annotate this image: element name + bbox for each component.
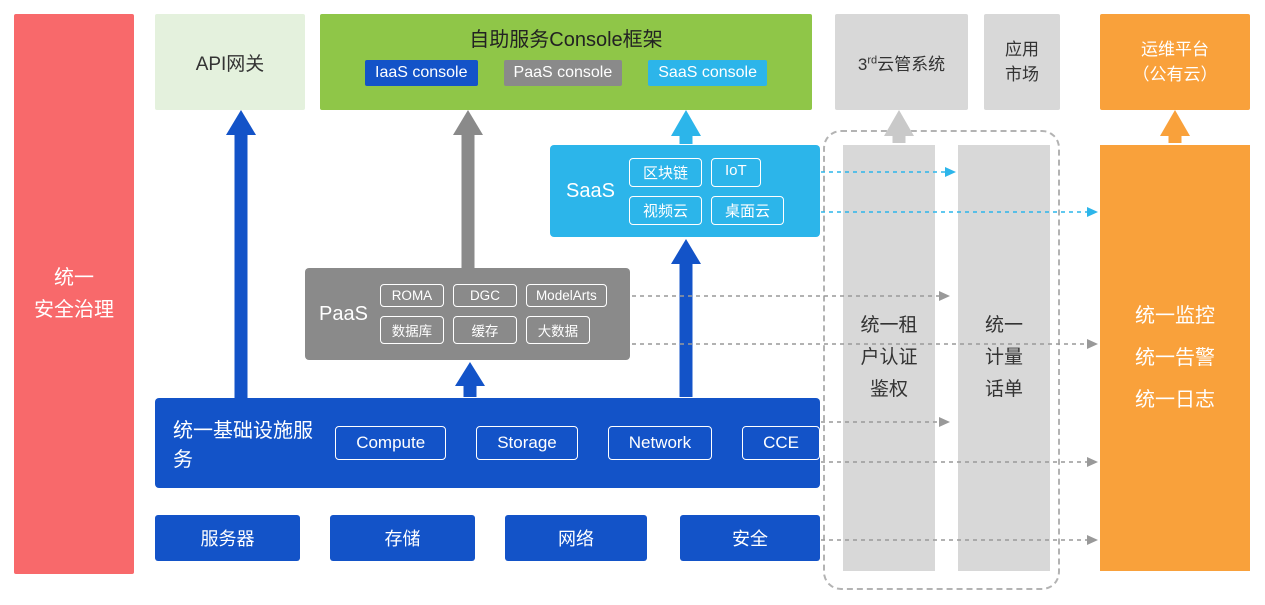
console-framework-title: 自助服务Console框架 (469, 29, 663, 51)
metering-bar: 统一 计量 话单 (958, 145, 1050, 571)
iaas-service-row: Compute Storage Network CCE (335, 426, 820, 460)
console-badge-row: IaaS console PaaS console SaaS console (320, 60, 812, 86)
hardware-storage-box: 存储 (330, 515, 475, 561)
iaas-item-storage: Storage (476, 426, 578, 460)
ops-platform-box: 运维平台 （公有云） (1100, 14, 1250, 110)
saas-box: SaaS 区块链 IoT 视频云 桌面云 (550, 145, 820, 237)
app-market-box: 应用 市场 (984, 14, 1060, 110)
arrow-iaas-to-saas (671, 239, 701, 397)
arrow-paas-to-console (453, 110, 483, 268)
paas-item-dgc: DGC (452, 284, 517, 307)
third-party-label-sup: rd (867, 53, 878, 66)
monitoring-bar: 统一监控 统一告警 统一日志 (1100, 145, 1250, 571)
iaas-label: 统一基础设施服务 (173, 420, 313, 471)
paas-service-grid: ROMA DGC ModelArts 数据库 缓存 大数据 (379, 284, 618, 344)
third-party-label-suffix: 云管系统 (877, 54, 946, 74)
hardware-security-box: 安全 (680, 515, 820, 561)
hardware-network-box: 网络 (505, 515, 647, 561)
saas-console-badge: SaaS console (648, 60, 767, 86)
paas-console-badge: PaaS console (503, 60, 623, 86)
third-party-label-prefix: 3 (857, 54, 868, 74)
security-governance-bar: 统一 安全治理 (14, 14, 134, 574)
iaas-item-compute: Compute (335, 426, 447, 460)
third-party-cloud-mgmt-box: 3rd云管系统 (835, 14, 968, 110)
iaas-console-badge: IaaS console (365, 60, 478, 86)
paas-item-roma: ROMA (379, 284, 444, 307)
third-party-label: 3rd云管系统 (858, 50, 945, 75)
api-gateway-box: API网关 (155, 14, 305, 110)
arrow-saas-to-console (671, 110, 701, 144)
iaas-box: 统一基础设施服务 Compute Storage Network CCE (155, 398, 820, 488)
paas-item-modelarts: ModelArts (525, 284, 607, 307)
arrow-monitor-to-ops-platform (1160, 110, 1190, 143)
paas-label: PaaS (319, 302, 368, 325)
iaas-item-cce: CCE (742, 426, 820, 460)
saas-service-grid: 区块链 IoT 视频云 桌面云 (628, 157, 809, 225)
paas-item-database: 数据库 (379, 316, 444, 344)
iaas-item-network: Network (607, 426, 713, 460)
saas-item-desktop-cloud: 桌面云 (710, 195, 784, 225)
tenant-auth-bar: 统一租 户认证 鉴权 (843, 145, 935, 571)
paas-item-cache: 缓存 (452, 316, 517, 344)
paas-item-bigdata: 大数据 (525, 316, 590, 344)
saas-item-blockchain: 区块链 (628, 157, 702, 187)
arrow-iaas-to-paas (455, 362, 485, 397)
paas-box: PaaS ROMA DGC ModelArts 数据库 缓存 大数据 (305, 268, 630, 360)
console-framework-box: 自助服务Console框架 IaaS console PaaS console … (320, 14, 812, 110)
hardware-server-box: 服务器 (155, 515, 300, 561)
arrow-iaas-to-api-gateway (226, 110, 256, 398)
tenant-metering-dashed-frame (823, 130, 1060, 590)
saas-item-iot: IoT (710, 157, 761, 187)
saas-label: SaaS (566, 179, 615, 202)
saas-item-video-cloud: 视频云 (628, 195, 702, 225)
